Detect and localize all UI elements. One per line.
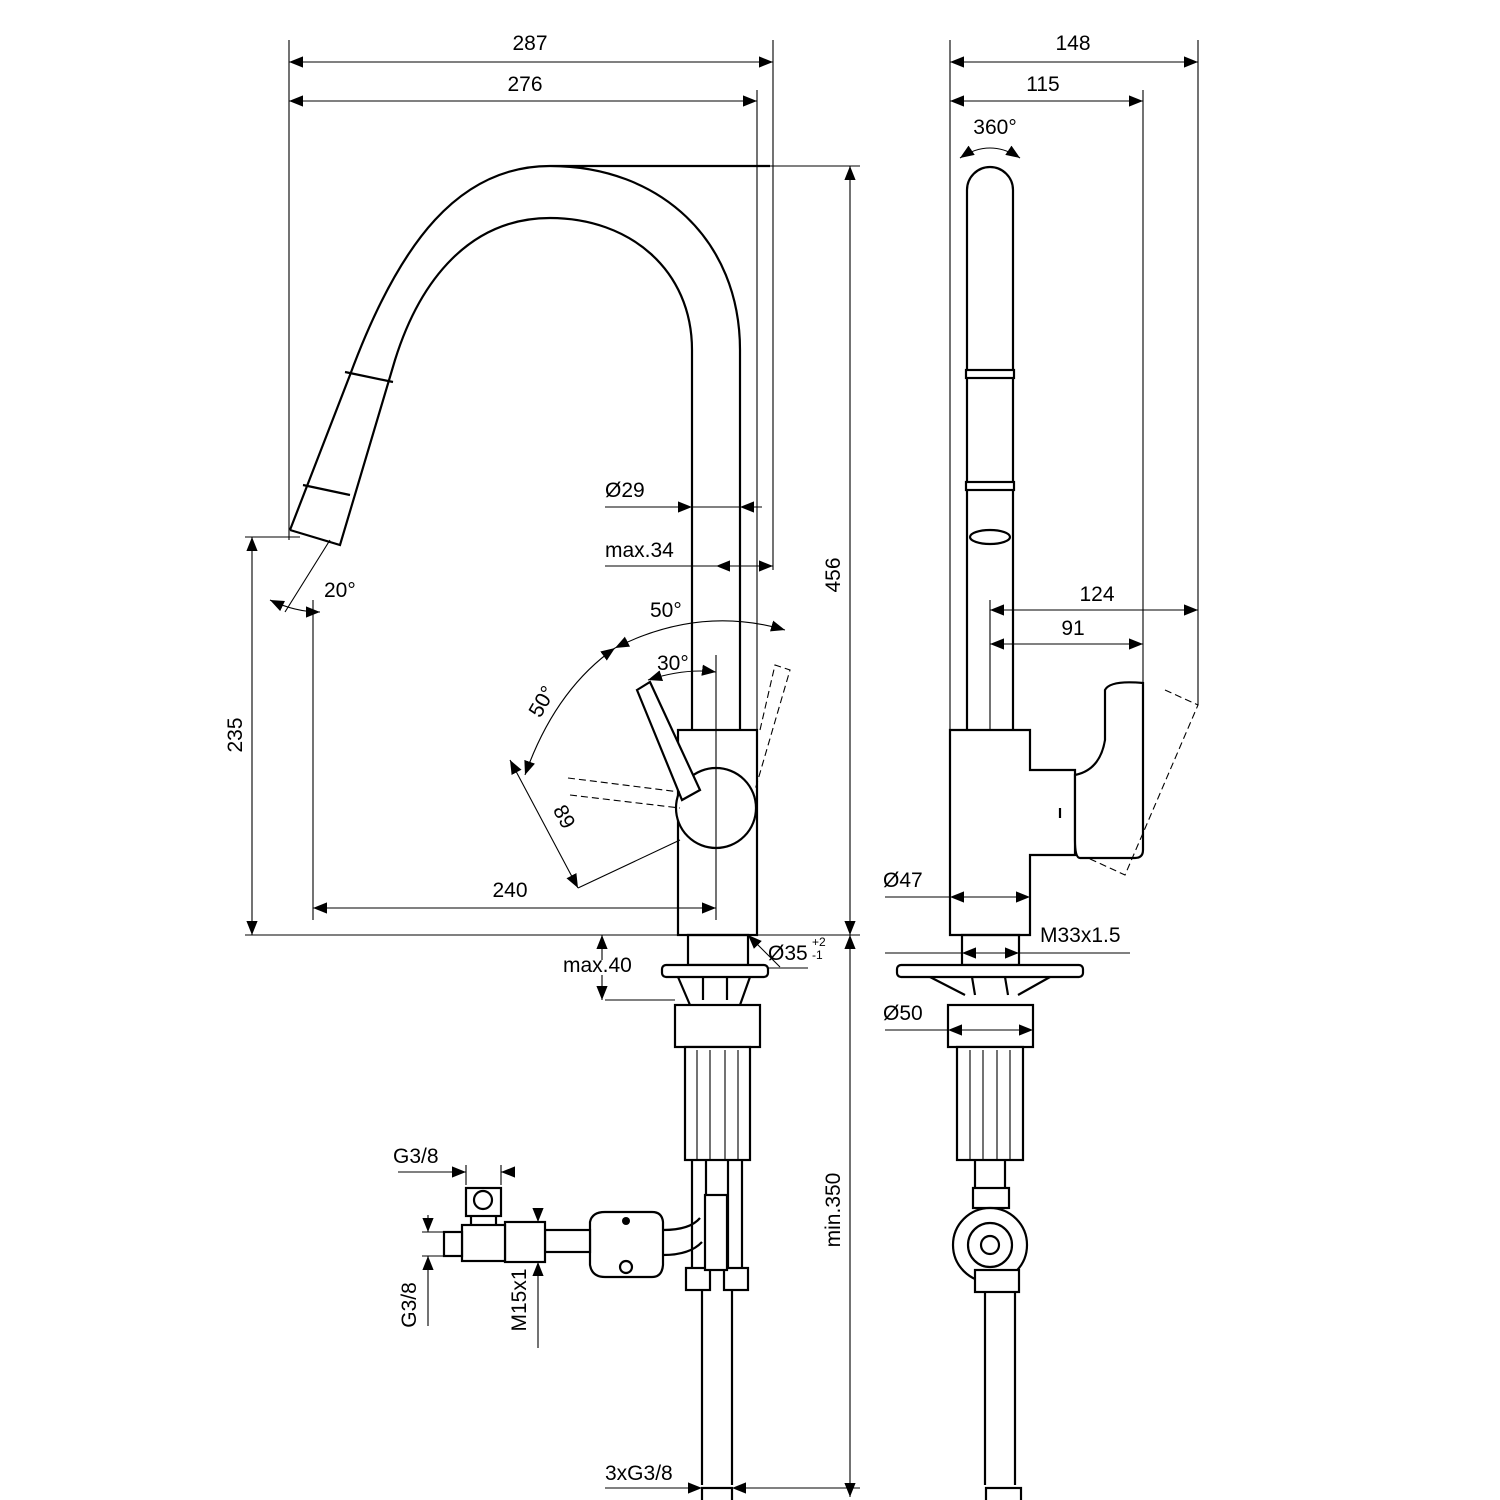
dim-angle-20: 20° bbox=[324, 579, 356, 602]
dim-m15x1: M15x1 bbox=[508, 1268, 531, 1331]
dim-89: 89 bbox=[548, 801, 579, 832]
dim-115: 115 bbox=[1026, 73, 1059, 96]
dim-124: 124 bbox=[1079, 583, 1114, 606]
side-sleeve bbox=[955, 1045, 1025, 1162]
dim-240: 240 bbox=[492, 879, 527, 902]
dim-tolerance-upper: +2 bbox=[812, 935, 826, 949]
screw-icon bbox=[622, 1217, 630, 1225]
dim-angle-50-top: 50° bbox=[650, 599, 682, 622]
fixing-clips bbox=[676, 976, 752, 1006]
spout-outline bbox=[288, 164, 770, 730]
side-hose-nut bbox=[984, 1486, 1023, 1500]
dim-min-350: min.350 bbox=[822, 1173, 845, 1248]
side-handle bbox=[1073, 681, 1145, 860]
dim-rotation-360: 360° bbox=[973, 116, 1016, 139]
side-dimensions: 148 115 360° 124 91 Ø47 M33x1.5 Ø50 bbox=[883, 32, 1199, 1036]
side-flange bbox=[895, 963, 1085, 979]
dim-g38-side: G3/8 bbox=[398, 1282, 421, 1328]
dim-276: 276 bbox=[507, 73, 542, 96]
shank bbox=[686, 933, 750, 967]
dim-max-40: max.40 bbox=[563, 954, 632, 977]
dim-3xg38: 3xG3/8 bbox=[605, 1462, 673, 1485]
spout-ring bbox=[302, 483, 351, 497]
side-clips bbox=[929, 976, 1051, 996]
side-fitting bbox=[971, 1186, 1011, 1210]
connector bbox=[543, 1228, 592, 1254]
dim-diameter-50: Ø50 bbox=[883, 1002, 923, 1025]
spout-ring bbox=[964, 368, 1016, 380]
dim-m33x15: M33x1.5 bbox=[1040, 924, 1121, 947]
side-view bbox=[895, 165, 1199, 1500]
dim-angle-30: 30° bbox=[657, 652, 689, 675]
aerator bbox=[968, 528, 1012, 546]
front-view bbox=[288, 164, 791, 1500]
screw-icon bbox=[618, 1259, 634, 1275]
dim-angle-50-left: 50° bbox=[524, 682, 560, 721]
dim-diameter-35: Ø35 bbox=[768, 942, 808, 965]
connecting-hose bbox=[662, 1217, 703, 1257]
dim-287: 287 bbox=[512, 32, 547, 55]
dim-diameter-29: Ø29 bbox=[605, 479, 645, 502]
dim-g38-top: G3/8 bbox=[393, 1145, 439, 1168]
valve-body bbox=[460, 1223, 507, 1263]
diverter-box bbox=[588, 1210, 665, 1279]
hose-nut bbox=[684, 1266, 712, 1292]
side-spout bbox=[965, 165, 1015, 730]
valve-inlet bbox=[442, 1230, 464, 1258]
side-nut bbox=[946, 1003, 1035, 1049]
hose-fitting bbox=[703, 1193, 729, 1272]
spout-ring bbox=[964, 480, 1016, 492]
dim-tolerance-lower: -1 bbox=[812, 948, 823, 962]
lever-handle bbox=[635, 680, 702, 802]
fixing-nut bbox=[673, 1003, 762, 1049]
dim-max-34: max.34 bbox=[605, 539, 674, 562]
hose-nut bbox=[722, 1266, 750, 1292]
dim-456: 456 bbox=[822, 557, 845, 592]
dim-235: 235 bbox=[224, 717, 247, 752]
side-body bbox=[948, 728, 1077, 937]
side-shank bbox=[960, 933, 1021, 967]
valve-coupling bbox=[503, 1220, 547, 1264]
front-dimensions: 287 276 456 235 240 Ø29 max.34 50° 30° 5… bbox=[224, 32, 860, 1497]
dim-diameter-47: Ø47 bbox=[883, 869, 923, 892]
valve-top-nut bbox=[464, 1186, 503, 1218]
lever-ghost bbox=[567, 664, 791, 809]
spout-ring bbox=[344, 370, 394, 384]
hose-nut-bottom bbox=[700, 1486, 734, 1500]
dim-148: 148 bbox=[1055, 32, 1090, 55]
threaded-sleeve bbox=[683, 1045, 752, 1162]
dim-91: 91 bbox=[1061, 617, 1084, 640]
fixing-flange bbox=[660, 963, 770, 979]
